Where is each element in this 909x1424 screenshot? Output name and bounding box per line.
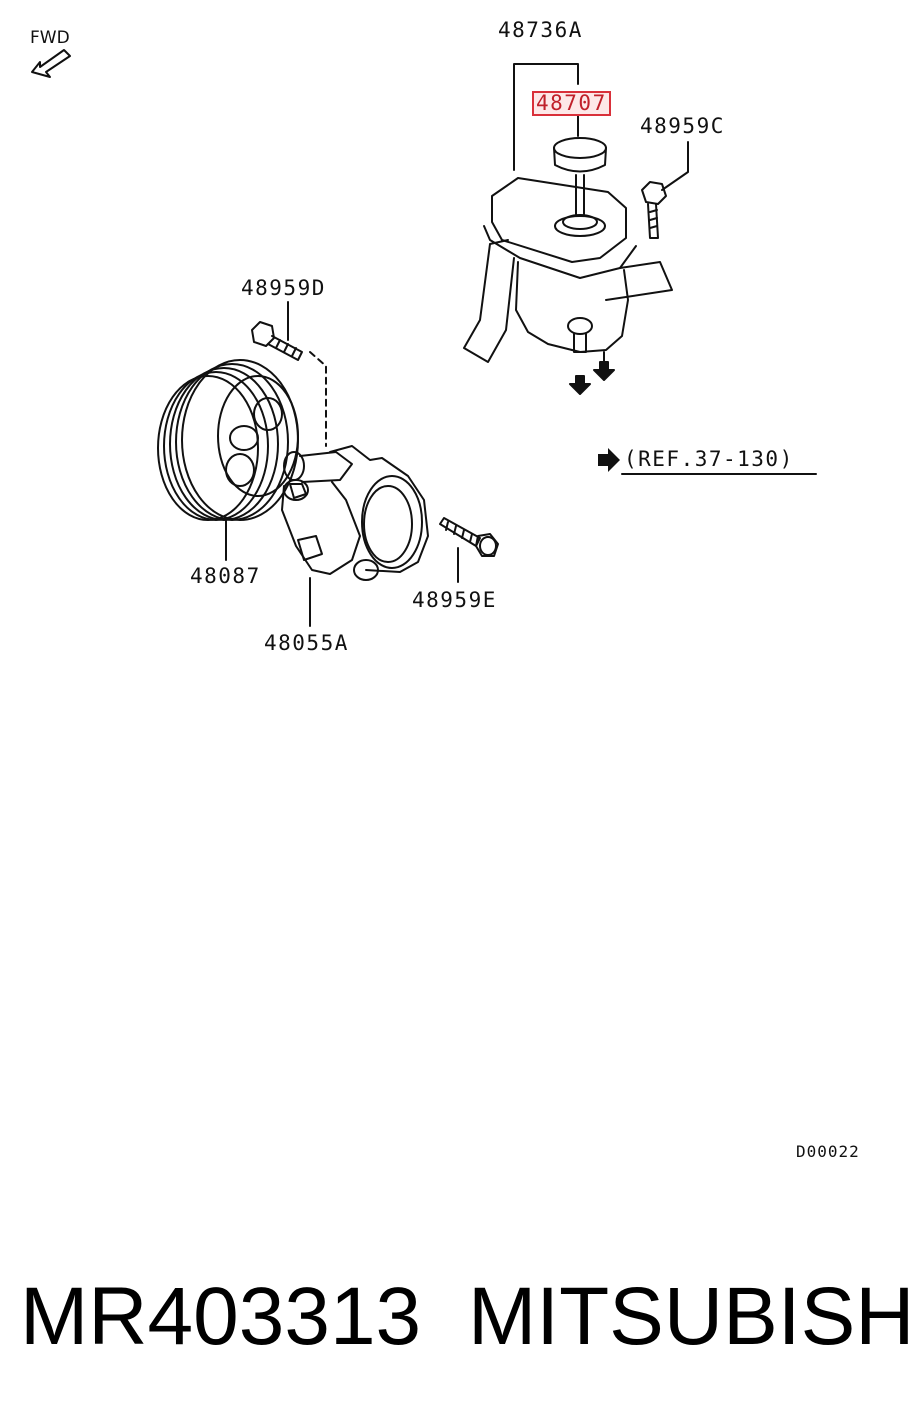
footer-brand: MITSUBISHI bbox=[468, 1271, 909, 1362]
part-label-48959E[interactable]: 48959E bbox=[412, 588, 497, 612]
flow-arrow-icon bbox=[569, 361, 615, 395]
ref-arrow-icon bbox=[598, 448, 620, 472]
bolt-48959c-icon bbox=[641, 181, 667, 239]
part-label-48959D[interactable]: 48959D bbox=[241, 276, 326, 300]
part-label-48959C[interactable]: 48959C bbox=[640, 114, 725, 138]
part-label-48055A[interactable]: 48055A bbox=[264, 631, 349, 655]
reservoir-tank-icon bbox=[463, 177, 673, 367]
bolt-48959e-icon bbox=[439, 517, 499, 557]
fwd-arrow-icon bbox=[31, 49, 71, 78]
diagram-code: D00022 bbox=[796, 1142, 860, 1161]
ref-link[interactable]: (REF.37-130) bbox=[624, 447, 794, 471]
bolt-48959d-icon bbox=[251, 321, 303, 361]
pump-body-icon bbox=[281, 445, 429, 581]
leader-48736A bbox=[513, 63, 579, 171]
part-label-48707[interactable]: 48707 bbox=[532, 91, 611, 116]
part-label-48736A[interactable]: 48736A bbox=[498, 18, 583, 42]
footer-part-number: MR403313 bbox=[20, 1271, 422, 1362]
reservoir-cap-icon bbox=[553, 137, 607, 237]
fwd-label: FWD bbox=[30, 28, 70, 48]
part-label-48087[interactable]: 48087 bbox=[190, 564, 261, 588]
leader-48959C bbox=[661, 141, 689, 191]
pulley-icon bbox=[157, 359, 299, 521]
